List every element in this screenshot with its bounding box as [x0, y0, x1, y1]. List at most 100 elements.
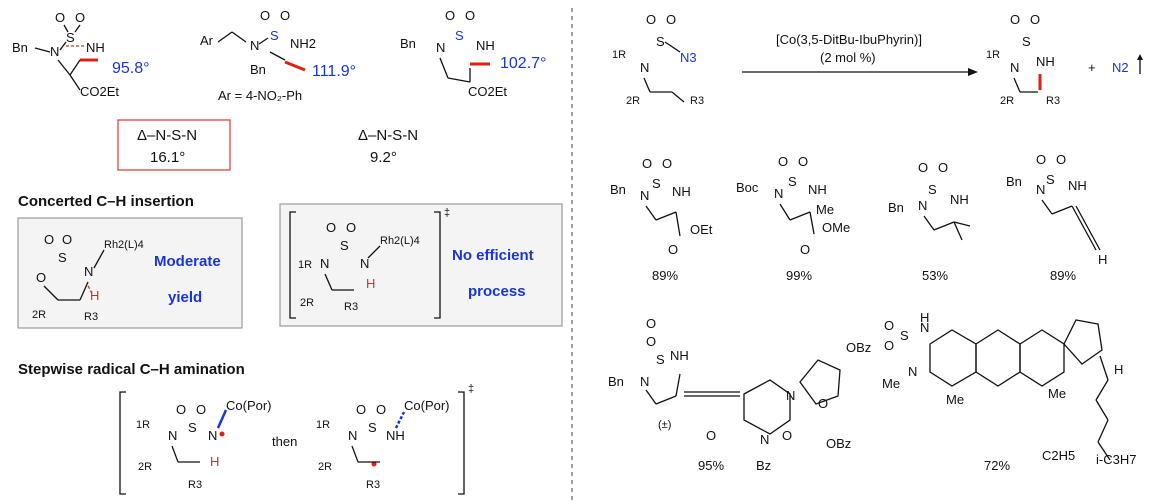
ic3h7-label: i-C3H7 [1096, 452, 1136, 467]
svg-text:O: O [44, 232, 54, 247]
ar-definition: Ar = 4-NO₂-Ph [218, 88, 302, 103]
svg-text:N: N [168, 428, 177, 443]
r1-label: 1R [136, 419, 150, 431]
svg-text:N: N [250, 38, 259, 53]
delta-highlight-box [117, 119, 231, 171]
concerted-box-2 [279, 203, 563, 327]
svg-text:S: S [188, 420, 197, 435]
svg-text:O: O [176, 402, 186, 417]
svg-text:S: S [1022, 34, 1031, 49]
co-por-label: Co(Por) [404, 398, 450, 413]
rh-label: Rh2(L)4 [380, 235, 420, 247]
svg-text:O: O [662, 156, 672, 171]
svg-text:N: N [640, 188, 649, 203]
process-label: process [468, 283, 526, 300]
svg-text:S: S [270, 28, 279, 43]
r2-label: 2R [138, 461, 152, 473]
nh2-label: NH2 [290, 36, 316, 51]
svg-text:O: O [938, 160, 948, 175]
nh-label: NH [672, 184, 691, 199]
svg-text:N: N [918, 198, 927, 213]
h-label: H [1098, 252, 1107, 267]
svg-text:N: N [640, 374, 649, 389]
co2et-label: CO2Et [80, 84, 119, 99]
svg-text:O: O [356, 402, 366, 417]
svg-text:N: N [786, 388, 795, 403]
ar-label: Ar [200, 33, 214, 48]
svg-text:O: O [326, 220, 336, 235]
racemic-label: (±) [658, 419, 671, 431]
svg-text:S: S [788, 174, 797, 189]
svg-text:N: N [360, 256, 369, 271]
co-por-label: Co(Por) [226, 398, 272, 413]
svg-text:O: O [668, 242, 678, 257]
svg-text:O: O [36, 270, 46, 285]
r3-label: R3 [366, 479, 380, 491]
yield-5: 95% [698, 458, 724, 473]
svg-text:O: O [465, 8, 475, 23]
svg-text:O: O [884, 318, 894, 333]
nh-label: NH [386, 428, 405, 443]
svg-text:O: O [642, 156, 652, 171]
bn-label: Bn [610, 182, 626, 197]
svg-text:H: H [210, 454, 219, 469]
svg-text:O: O [1010, 12, 1020, 27]
svg-text:S: S [368, 420, 377, 435]
angle-label-1: 95.8° [112, 60, 150, 77]
svg-text:N: N [760, 432, 769, 447]
concerted-box-1 [17, 217, 243, 329]
r2-label: 2R [626, 95, 640, 107]
svg-text:H: H [920, 310, 929, 325]
svg-text:O: O [280, 8, 290, 23]
ome-label: OMe [822, 220, 850, 235]
svg-text:N: N [1036, 182, 1045, 197]
svg-text:O: O [884, 338, 894, 353]
yield-4: 89% [1050, 268, 1076, 283]
yield-label: yield [168, 289, 202, 306]
svg-text:S: S [455, 28, 464, 43]
nh-label: NH [950, 192, 969, 207]
svg-text:O: O [646, 316, 656, 331]
svg-text:N: N [1010, 60, 1019, 75]
moderate-label: Moderate [154, 253, 221, 270]
nh-label: NH [808, 182, 827, 197]
me-label-3: Me [1048, 386, 1066, 401]
svg-text:N: N [50, 44, 59, 59]
svg-text:O: O [1030, 12, 1040, 27]
nh-label: NH [476, 38, 495, 53]
dagger-1: ‡ [444, 207, 450, 219]
n3-label: N3 [680, 50, 697, 65]
yield-6: 72% [984, 458, 1010, 473]
svg-text:O: O [1056, 152, 1066, 167]
svg-text:N: N [348, 428, 357, 443]
svg-text:N: N [774, 186, 783, 201]
bn-label: Bn [608, 374, 624, 389]
nh-label: NH [1068, 178, 1087, 193]
svg-text:O: O [346, 220, 356, 235]
r1-label: 1R [612, 49, 626, 61]
svg-text:S: S [652, 176, 661, 191]
angle-label-3: 102.7° [500, 55, 546, 72]
svg-text:O: O [196, 402, 206, 417]
r3-label: R3 [344, 301, 358, 313]
svg-text:N: N [908, 364, 917, 379]
r2-label: 2R [32, 309, 46, 321]
svg-text:S: S [928, 182, 937, 197]
svg-text:O: O [445, 8, 455, 23]
co2et-label: CO2Et [468, 84, 507, 99]
n2-label: N2 [1112, 60, 1129, 75]
nh-label: NH [670, 348, 689, 363]
then-label: then [272, 434, 297, 449]
svg-text:O: O [55, 10, 65, 25]
svg-text:O: O [798, 154, 808, 169]
rh-label: Rh2(L)4 [104, 239, 144, 251]
